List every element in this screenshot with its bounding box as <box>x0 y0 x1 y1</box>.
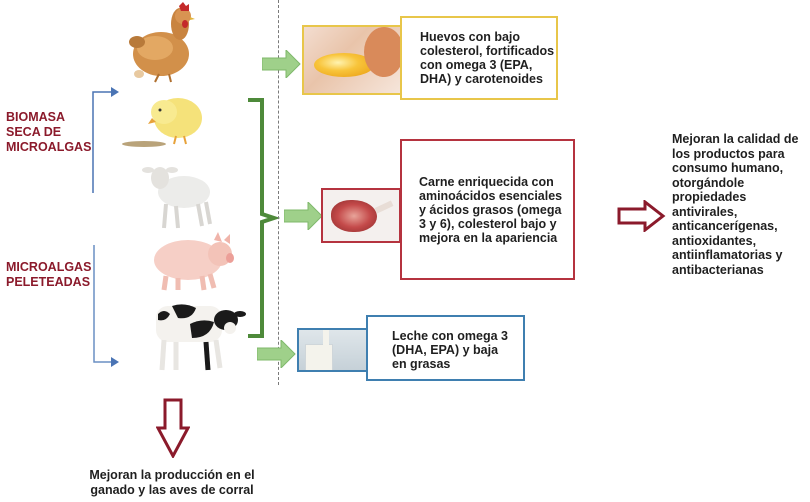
blue-connector-arrows <box>92 87 119 367</box>
eggs-image <box>302 25 404 95</box>
meat-steak <box>331 200 377 232</box>
text-line: los productos para <box>672 146 785 161</box>
text-line: aminoácidos esenciales <box>419 189 563 203</box>
text-line: mejora en la apariencia <box>419 231 558 245</box>
outcome-quality-text: Mejoran la calidad de los productos para… <box>672 132 810 277</box>
chick-image <box>122 98 202 147</box>
green-arrow-meat <box>284 202 323 230</box>
label-line: MICROALGAS <box>6 260 92 274</box>
text-line: antibacterianas <box>672 262 764 277</box>
label-line: PELETEADAS <box>6 275 91 289</box>
dashed-divider <box>278 0 279 385</box>
meat-image <box>321 188 401 243</box>
product-box-meat: Carne enriquecida con aminoácidos esenci… <box>400 139 575 280</box>
label-line: BIOMASA <box>6 110 66 124</box>
pig-image <box>154 232 234 291</box>
text-line: Huevos con bajo <box>420 30 521 44</box>
green-arrow-milk <box>257 340 296 368</box>
text-line: DHA) y carotenoides <box>420 72 543 86</box>
text-line: (DHA, EPA) y baja <box>392 343 499 357</box>
egg-shell <box>364 27 402 77</box>
meat-bone <box>374 200 394 214</box>
label-microalgas-peleteadas: MICROALGAS PELETEADAS <box>6 260 91 290</box>
label-line: MICROALGAS <box>6 140 92 154</box>
text-line: con omega 3 (EPA, <box>420 58 533 72</box>
text-line: anticancerígenas, <box>672 219 778 233</box>
text-line: antioxidantes, <box>672 233 757 248</box>
hen-image <box>129 2 195 83</box>
text-line: Mejoran la calidad de <box>672 132 799 146</box>
text-line: propiedades <box>672 190 747 204</box>
outcome-production-text: Mejoran la producción en el ganado y las… <box>72 468 272 498</box>
label-biomasa-seca: BIOMASA SECA DE MICROALGAS <box>6 110 91 155</box>
text-line: antiinflamatorias y <box>672 248 783 262</box>
text-line: antivirales, <box>672 204 738 219</box>
red-arrow-right-icon <box>617 200 666 232</box>
product-box-milk: Leche con omega 3 (DHA, EPA) y baja en g… <box>366 315 525 381</box>
text-line: 3 y 6), colesterol bajo y <box>419 217 557 231</box>
text-line: colesterol, fortificados <box>420 44 555 58</box>
lamb-image <box>142 167 212 229</box>
text-line: otorgándole <box>672 175 745 190</box>
product-box-eggs: Huevos con bajo colesterol, fortificados… <box>400 16 558 100</box>
text-line: Mejoran la producción en el <box>89 468 255 482</box>
text-line: y ácidos grasos (omega <box>419 203 562 217</box>
text-line: consumo humano, <box>672 161 784 175</box>
green-arrow-eggs <box>262 50 301 78</box>
cow-image <box>156 304 246 371</box>
green-bracket <box>248 98 280 338</box>
text-line: en grasas <box>392 357 451 371</box>
text-line: Leche con omega 3 <box>392 329 509 343</box>
milk-image <box>297 328 369 372</box>
milk-pour <box>323 330 329 350</box>
red-arrow-down-icon <box>156 398 190 458</box>
text-line: ganado y las aves de corral <box>90 483 254 497</box>
label-line: SECA DE <box>6 125 62 139</box>
text-line: Carne enriquecida con <box>419 175 554 189</box>
